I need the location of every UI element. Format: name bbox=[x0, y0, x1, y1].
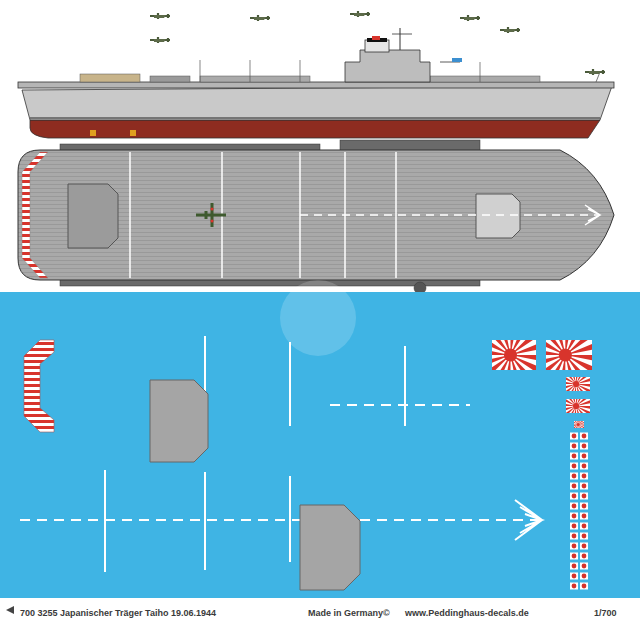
aircraft-icon bbox=[250, 15, 270, 21]
brand-icon bbox=[6, 606, 14, 614]
flag-decal bbox=[574, 421, 584, 428]
sheet-caption: 1/700 bbox=[594, 608, 617, 619]
sheet-caption: 700 3255 Japanischer Träger Taiho 19.06.… bbox=[20, 608, 216, 619]
flag-decal bbox=[566, 377, 590, 391]
sheet-top bbox=[0, 0, 640, 292]
sheet-caption: www.Peddinghaus-decals.de bbox=[405, 608, 529, 619]
aircraft-icon bbox=[150, 13, 170, 19]
flag-decal bbox=[492, 340, 536, 370]
aircraft-icon bbox=[585, 69, 605, 75]
hinomaru-dots bbox=[570, 433, 588, 590]
aircraft-icon bbox=[150, 37, 170, 43]
sheet-caption: Made in Germany© bbox=[308, 608, 390, 619]
aircraft-icon bbox=[460, 15, 480, 21]
flag-decal bbox=[566, 399, 590, 413]
aircraft-icon bbox=[350, 11, 370, 17]
aircraft bbox=[150, 11, 605, 75]
watermark-logo bbox=[280, 280, 356, 356]
flag-decal bbox=[546, 340, 592, 370]
rising-sun-flags bbox=[466, 309, 611, 435]
top-view bbox=[18, 140, 614, 294]
decals bbox=[20, 336, 542, 590]
side-view bbox=[18, 28, 614, 138]
aircraft-icon bbox=[500, 27, 520, 33]
sheet-bottom bbox=[0, 598, 640, 629]
